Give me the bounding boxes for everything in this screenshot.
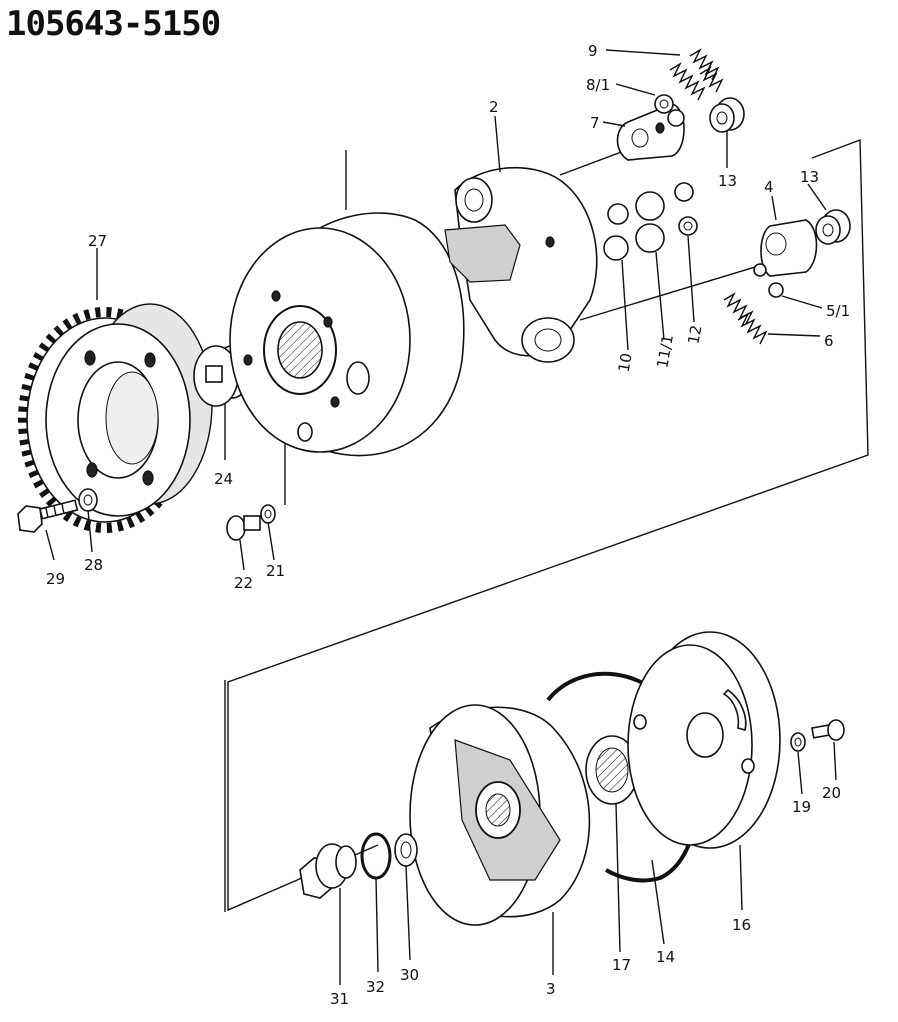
diagram-title: 105643-5150 [6,4,221,44]
callout-29: 29 [46,570,65,588]
callout-24: 24 [214,470,233,488]
callout-30: 30 [400,966,419,984]
callout-32: 32 [366,978,385,996]
timing-gear [18,303,213,533]
washer-21 [260,504,276,524]
callout-2: 2 [489,98,499,116]
screw-22 [226,515,261,541]
callout-31: 31 [330,990,349,1008]
o-ring-32 [360,832,392,880]
cover-3 [409,704,591,926]
callout-22: 22 [234,574,253,592]
callout-labels: 27 24 29 28 22 21 2 9 8/1 7 13 13 4 5/1 … [46,42,850,1008]
callout-21: 21 [266,562,285,580]
main-housing [229,212,465,457]
callout-13-upper: 13 [718,172,737,190]
snap-ring-30 [394,833,418,867]
callout-17: 17 [612,956,631,974]
bushing-13-upper [709,97,745,133]
callout-3: 3 [546,980,556,998]
callout-7: 7 [590,114,600,132]
washer-5-1 [768,282,784,298]
callout-4: 4 [764,178,774,196]
callout-20: 20 [822,784,841,802]
plug-31 [299,843,357,899]
washer-28 [78,488,98,512]
callout-13-lower: 13 [800,168,819,186]
callout-11-1: 11/1 [653,333,677,369]
callout-5-1: 5/1 [826,302,850,320]
washer-8-1 [654,94,685,127]
callout-14: 14 [656,948,675,966]
leader-lines [45,49,837,985]
callout-9: 9 [588,42,598,60]
washer-19 [790,732,806,752]
callout-10: 10 [615,352,636,374]
callout-27: 27 [88,232,107,250]
screw-20 [811,719,845,741]
bushing-13-lower [815,209,851,245]
callout-12: 12 [684,324,705,346]
flyweight-4 [753,219,818,277]
callout-28: 28 [84,556,103,574]
springs-9 [669,48,724,101]
callout-8-1: 8/1 [586,76,610,94]
bolt-29 [17,499,79,533]
cover-plate-16 [627,631,781,849]
springs-6 [723,292,768,345]
callout-19: 19 [792,798,811,816]
flyweight-holder [444,166,598,363]
pins-10-11 [603,182,698,261]
callout-16: 16 [732,916,751,934]
callout-6: 6 [824,332,834,350]
